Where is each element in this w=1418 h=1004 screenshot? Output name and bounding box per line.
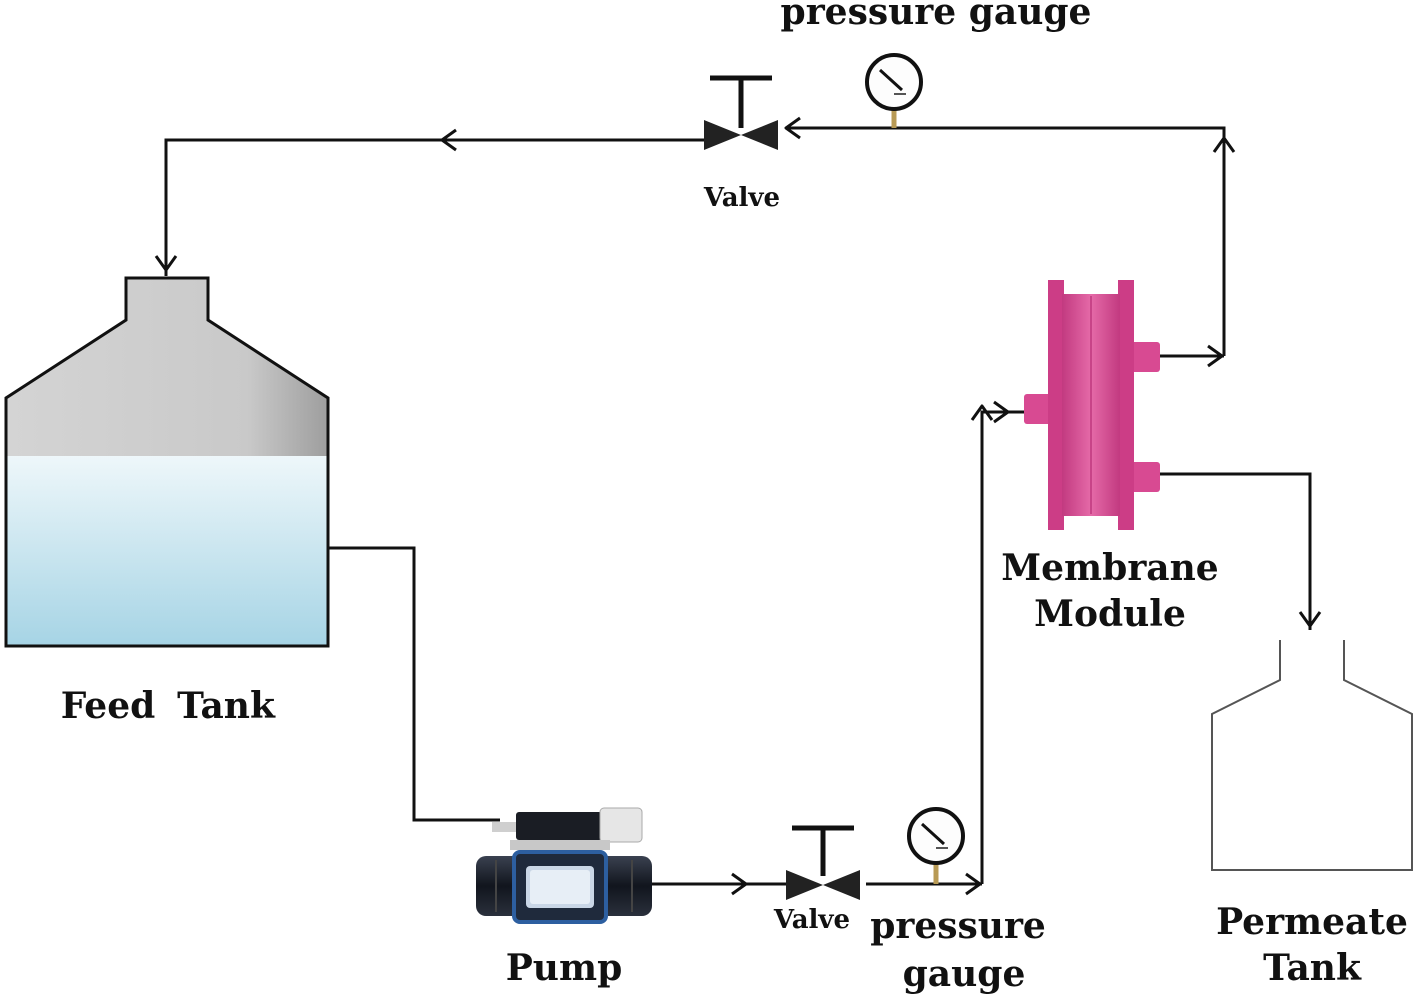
bottom-valve[interactable] xyxy=(786,825,860,900)
pipe-return-to-tank xyxy=(164,138,706,276)
valve-icon xyxy=(704,75,778,150)
permeate-tank-label-line1: Permeate xyxy=(1216,901,1408,943)
arrow-right-icon xyxy=(731,872,748,896)
feed-tank-label-word1: Feed xyxy=(61,685,156,727)
membrane-module-label-line2: Module xyxy=(1034,593,1186,635)
arrow-left-icon xyxy=(784,116,801,140)
membrane-module-label-line1: Membrane xyxy=(1001,547,1218,589)
arrow-right-icon xyxy=(1207,344,1224,368)
arrow-up-icon xyxy=(970,404,994,421)
feed-tank xyxy=(4,276,330,648)
pump-icon xyxy=(476,807,652,924)
top-valve[interactable] xyxy=(704,75,778,150)
pump-label: Pump xyxy=(506,947,623,989)
bottom-pressure-gauge-label-line2: gauge xyxy=(903,953,1026,995)
arrow-down-icon xyxy=(1298,611,1322,628)
feed-tank-icon xyxy=(4,276,330,648)
pipe-riser-to-membrane xyxy=(980,410,1028,884)
pressure-gauge-icon xyxy=(907,807,965,884)
membrane-module-icon xyxy=(1024,280,1160,530)
piping xyxy=(164,126,1312,886)
valve-icon xyxy=(786,825,860,900)
bottom-valve-label: Valve xyxy=(773,905,850,935)
pipe-right-riser xyxy=(786,126,1226,356)
bottom-pressure-gauge xyxy=(907,807,965,884)
arrow-right-icon xyxy=(993,400,1010,424)
arrow-down-icon xyxy=(154,255,178,272)
arrow-up-icon xyxy=(1212,136,1236,153)
arrow-right-icon xyxy=(965,872,982,896)
permeate-tank xyxy=(1211,640,1413,871)
top-valve-label: Valve xyxy=(703,183,780,213)
flow-arrows xyxy=(154,116,1322,896)
bottom-pressure-gauge-label-line1: pressure xyxy=(870,905,1046,947)
feed-tank-label-word2: Tank xyxy=(177,685,276,727)
pipe-feed-to-pump xyxy=(328,546,500,822)
pump[interactable] xyxy=(476,807,652,924)
pressure-gauge-icon xyxy=(865,53,923,128)
top-pressure-gauge-label: pressure gauge xyxy=(781,0,1092,33)
permeate-tank-icon xyxy=(1211,640,1413,871)
permeate-tank-label-line2: Tank xyxy=(1263,947,1362,989)
membrane-module xyxy=(1024,280,1160,530)
arrow-left-icon xyxy=(440,128,457,152)
pipe-permeate-out xyxy=(1160,472,1312,630)
top-pressure-gauge xyxy=(865,53,923,128)
